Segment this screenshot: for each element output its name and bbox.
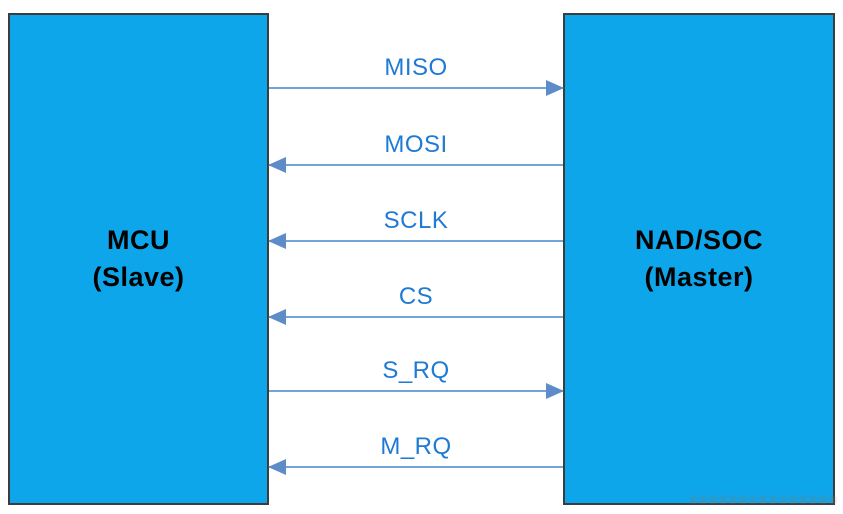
signal-miso: MISO	[269, 54, 564, 96]
nad-soc-master-block: NAD/SOC (Master)	[563, 13, 835, 505]
signal-mosi: MOSI	[268, 131, 563, 173]
arrowhead-left-icon	[268, 233, 286, 249]
mcu-block-title: MCU	[107, 224, 170, 255]
signal-sclk-line	[269, 240, 563, 242]
signal-mosi-line	[269, 164, 563, 166]
signal-m-rq-line	[269, 466, 563, 468]
signal-cs-line	[269, 316, 563, 318]
signal-s-rq-line	[269, 390, 563, 392]
nad-soc-block-subtitle: (Master)	[644, 262, 754, 292]
arrowhead-left-icon	[268, 309, 286, 325]
signal-s-rq: S_RQ	[269, 357, 564, 399]
signal-cs-label: CS	[398, 283, 434, 310]
signal-m-rq: M_RQ	[268, 433, 563, 475]
signal-cs: CS	[268, 283, 563, 325]
signal-sclk: SCLK	[268, 207, 563, 249]
watermark-smudge	[690, 496, 836, 504]
arrowhead-right-icon	[546, 383, 564, 399]
arrowhead-left-icon	[268, 157, 286, 173]
arrowhead-right-icon	[546, 80, 564, 96]
signal-s-rq-label: S_RQ	[382, 357, 450, 384]
mcu-slave-block: MCU (Slave)	[8, 13, 269, 505]
signal-sclk-label: SCLK	[383, 207, 449, 234]
signal-m-rq-label: M_RQ	[380, 433, 452, 460]
signal-mosi-label: MOSI	[384, 131, 448, 158]
signal-miso-label: MISO	[384, 54, 448, 81]
mcu-block-subtitle: (Slave)	[92, 262, 185, 292]
arrowhead-left-icon	[268, 459, 286, 475]
nad-soc-block-title: NAD/SOC	[634, 224, 763, 255]
signal-miso-line	[269, 87, 563, 89]
